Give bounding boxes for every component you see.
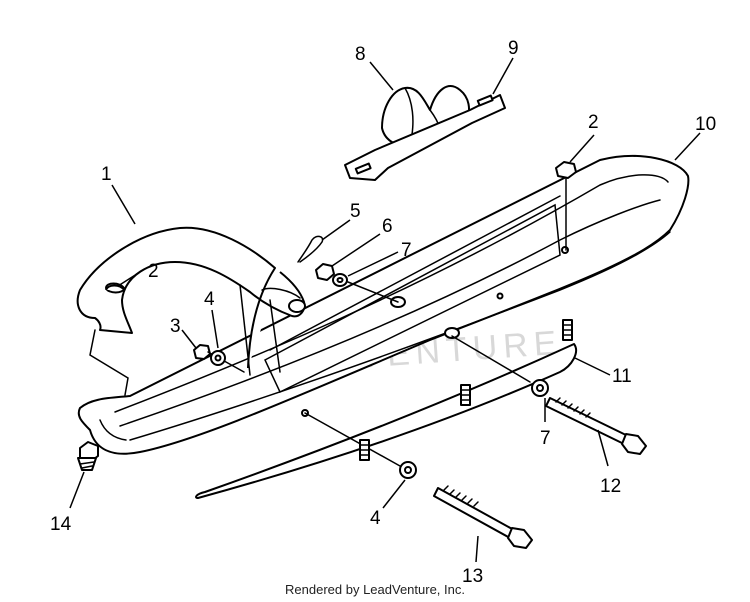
- callout-6: 6: [382, 216, 393, 237]
- callout-14: 14: [50, 514, 72, 535]
- castle-nut-part-6: [315, 263, 335, 281]
- nut-part-2-right: [555, 161, 577, 251]
- bolt-part-12: [545, 397, 647, 455]
- callout-7-upper: 7: [401, 240, 412, 261]
- callout-9: 9: [508, 38, 519, 59]
- wear-bar-stud: [359, 439, 370, 461]
- callout-11: 11: [612, 366, 632, 387]
- wear-bar-stud: [562, 319, 573, 341]
- callout-3: 3: [170, 316, 181, 337]
- washer-part-4-upper: [210, 350, 226, 366]
- saddle-plate-part-9: [344, 94, 506, 181]
- ski-body-part-10: [77, 154, 690, 455]
- bolt-part-13: [433, 485, 533, 549]
- washer-part-7-upper: [332, 273, 399, 303]
- footer-credit: Rendered by LeadVenture, Inc.: [285, 582, 465, 597]
- callout-7-lower: 7: [540, 428, 551, 449]
- mount-hole: [444, 327, 460, 339]
- bolt-part-14: [77, 441, 99, 471]
- callout-1: 1: [101, 164, 112, 185]
- callout-2-left: 2: [148, 261, 159, 282]
- nut-part-2-left: [105, 284, 125, 291]
- callout-2-right: 2: [588, 112, 599, 133]
- leader-lines: [69, 57, 701, 563]
- callout-8: 8: [355, 44, 366, 65]
- washer-part-7-lower: [451, 335, 549, 397]
- callout-4-lower: 4: [370, 508, 381, 529]
- callout-5: 5: [350, 201, 361, 222]
- callout-4-upper: 4: [204, 289, 215, 310]
- washer-part-4-lower: [304, 412, 417, 479]
- cotter-pin-part-5: [297, 235, 324, 263]
- callout-12: 12: [600, 476, 621, 497]
- callout-13: 13: [462, 566, 483, 587]
- callout-10: 10: [695, 114, 716, 135]
- wear-bar-stud: [460, 384, 471, 406]
